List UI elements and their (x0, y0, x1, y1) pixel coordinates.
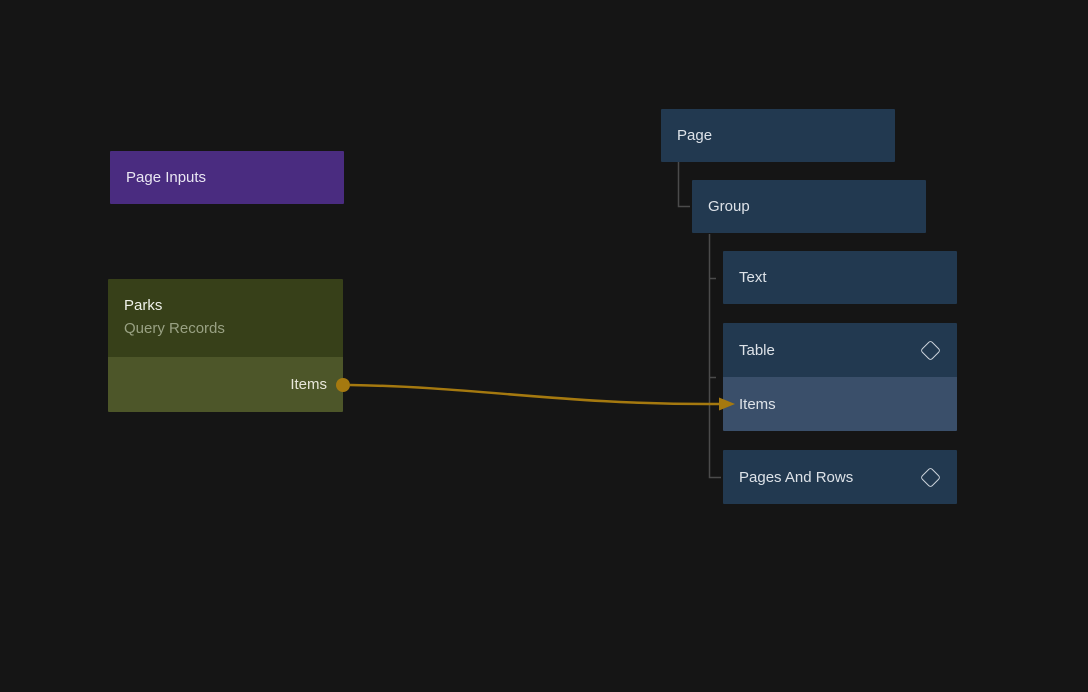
tree-node-text[interactable]: Text (723, 251, 957, 304)
tree-node-label: Group (708, 198, 750, 215)
diamond-icon (919, 339, 942, 361)
tree-node-label: Text (739, 269, 767, 286)
diamond-icon (919, 466, 942, 488)
tree-node-table[interactable]: Table Items (723, 323, 957, 431)
tree-connector-page-group (677, 162, 690, 208)
node-query-parks[interactable]: Parks Query Records Items (108, 279, 343, 412)
query-subtitle: Query Records (124, 320, 225, 337)
tree-node-table-header[interactable]: Table (723, 323, 957, 377)
tree-node-page[interactable]: Page (661, 109, 895, 162)
tree-node-label: Table (739, 341, 775, 359)
tree-node-label: Pages And Rows (739, 468, 854, 486)
query-header: Parks Query Records (108, 279, 343, 357)
node-page-inputs[interactable]: Page Inputs (110, 151, 344, 204)
edge-parks-items-to-table-items[interactable] (349, 383, 720, 406)
tree-node-group[interactable]: Group (692, 180, 926, 233)
tree-node-pages-and-rows[interactable]: Pages And Rows (723, 450, 957, 504)
tree-node-label: Page (677, 127, 713, 144)
input-port-label: Items (739, 395, 776, 413)
output-port-label: Items (290, 376, 327, 393)
tree-connector-group-children (708, 234, 721, 479)
query-title: Parks (124, 297, 163, 314)
tree-node-table-input-port[interactable]: Items (723, 377, 957, 431)
page-inputs-label: Page Inputs (126, 169, 207, 186)
query-output-port-row[interactable]: Items (108, 357, 343, 412)
